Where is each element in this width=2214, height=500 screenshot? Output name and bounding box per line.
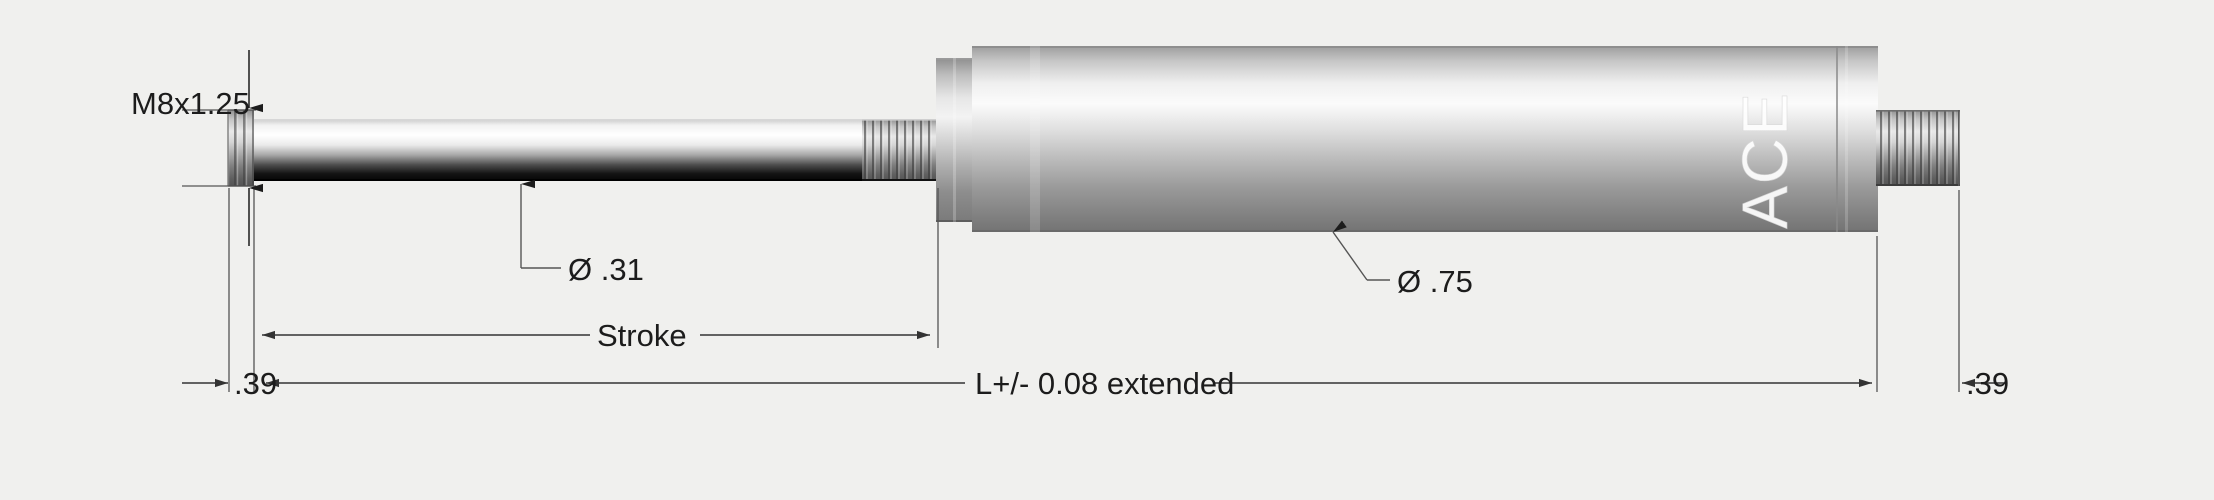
right-end-dimension-label: .39 (1966, 366, 2010, 401)
cylinder-neck (936, 58, 974, 222)
left-end-dimension-label: .39 (234, 366, 278, 401)
rod-diameter-leader (520, 179, 561, 269)
rod-threaded-section (862, 119, 938, 181)
right-threaded-stud (1876, 110, 1960, 186)
body-diameter-leader (1332, 220, 1390, 281)
overall-length-label: L+/- 0.08 extended (975, 366, 1235, 401)
extension-lines (182, 109, 1960, 392)
rod-diameter-label: Ø .31 (568, 252, 644, 287)
left-threaded-stud (227, 109, 254, 187)
stroke-label: Stroke (597, 318, 687, 353)
piston-rod (254, 119, 866, 181)
thread-spec-label: M8x1.25 (131, 86, 250, 121)
brand-logo-ace: ACE (1729, 91, 1801, 229)
cylinder-body (972, 46, 1878, 232)
body-diameter-label: Ø .75 (1397, 264, 1473, 299)
